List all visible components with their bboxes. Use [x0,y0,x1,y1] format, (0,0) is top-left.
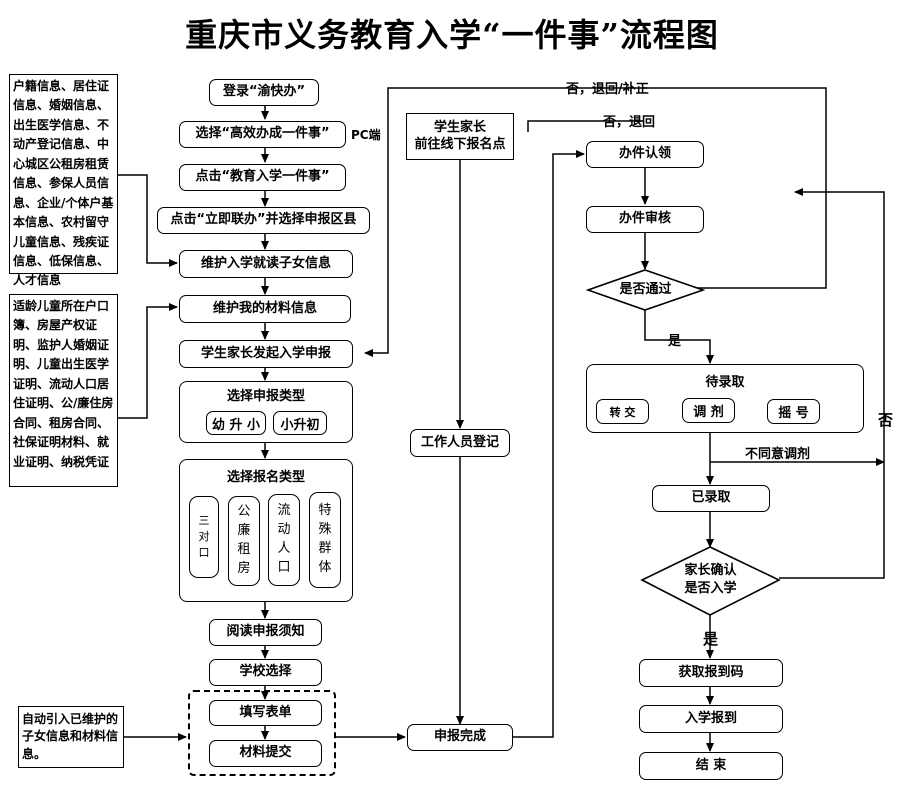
materials-sources-note: 适龄儿童所在户口簿、房屋产权证明、监护人婚姻证明、儿童出生医学证明、流动人口居住… [9,294,118,487]
login-step: 登录“渝快办” [209,79,319,106]
confirm-decision-label: 家长确认 是否入学 [684,563,737,597]
submission-group [188,690,336,776]
apply-type-primary-to-junior: 小升初 [273,411,327,435]
pending-admission-group: 待录取 转 交 调 剂 摇 号 [586,364,864,433]
click-matter-step: 点击“教育入学一件事” [179,164,346,191]
no-adjust-label: 不同意调剂 [745,447,811,462]
registration-type-title: 选择报名类型 [226,470,305,485]
submit-materials-step: 材料提交 [209,740,322,767]
pending-option-adjust: 调 剂 [682,398,735,423]
admitted-step: 已录取 [652,485,770,512]
school-select-step: 学校选择 [209,659,322,686]
reject-back-label: 否，退回 [603,115,656,130]
yes-label-pass: 是 [668,334,682,349]
yes-label-confirm: 是 [703,630,719,648]
end-step: 结 束 [639,752,783,780]
auto-import-note: 自动引入已维护的子女信息和材料信息。 [18,706,124,768]
reg-type-three-match: 三 对 口 [189,496,219,578]
reg-type-migrant: 流 动 人 口 [268,494,300,586]
no-label: 否 [878,411,894,429]
reject-fix-label: 否，退回/补正 [566,82,649,97]
reg-type-special-groups: 特 殊 群 体 [309,492,341,588]
staff-register-step: 工作人员登记 [410,429,510,457]
reg-type-public-housing: 公 廉 租 房 [228,496,260,586]
claim-step: 办件认领 [586,141,704,168]
enroll-step: 入学报到 [639,705,783,733]
fill-form-step: 填写表单 [209,700,322,726]
read-notice-step: 阅读申报须知 [209,619,322,646]
maintain-child-info-step: 维护入学就读子女信息 [179,250,353,278]
apply-complete-step: 申报完成 [407,724,513,751]
maintain-materials-step: 维护我的材料信息 [179,295,351,323]
pending-option-transfer: 转 交 [596,399,649,424]
pending-option-lottery: 摇 号 [767,399,820,424]
apply-type-group: 选择申报类型 幼 升 小 小升初 [179,381,353,443]
pending-admission-title: 待录取 [705,375,745,390]
decision-confirm-shape [640,546,781,616]
parent-offline-step: 学生家长 前往线下报名点 [406,113,514,160]
decision-pass-shape [585,269,706,311]
select-matter-step: 选择“高效办成一件事” [179,121,346,148]
parent-apply-step: 学生家长发起入学申报 [179,340,353,368]
registration-type-group: 选择报名类型 三 对 口 公 廉 租 房 流 动 人 口 特 殊 群 体 [179,459,353,602]
info-sources-note: 户籍信息、居住证信息、婚姻信息、出生医学信息、不动产登记信息、中心城区公租房租赁… [9,74,118,287]
pass-decision-label: 是否通过 [619,282,672,297]
parent-offline-text: 学生家长 前往线下报名点 [414,120,506,152]
pc-label: PC端 [351,128,381,142]
page-title: 重庆市义务教育入学“一件事”流程图 [185,16,719,54]
apply-type-kindergarten-to-primary: 幼 升 小 [206,411,266,435]
click-apply-step: 点击“立即联办”并选择申报区县 [157,207,370,234]
apply-type-title: 选择申报类型 [226,389,305,404]
get-code-step: 获取报到码 [639,659,783,687]
audit-step: 办件审核 [586,206,704,233]
